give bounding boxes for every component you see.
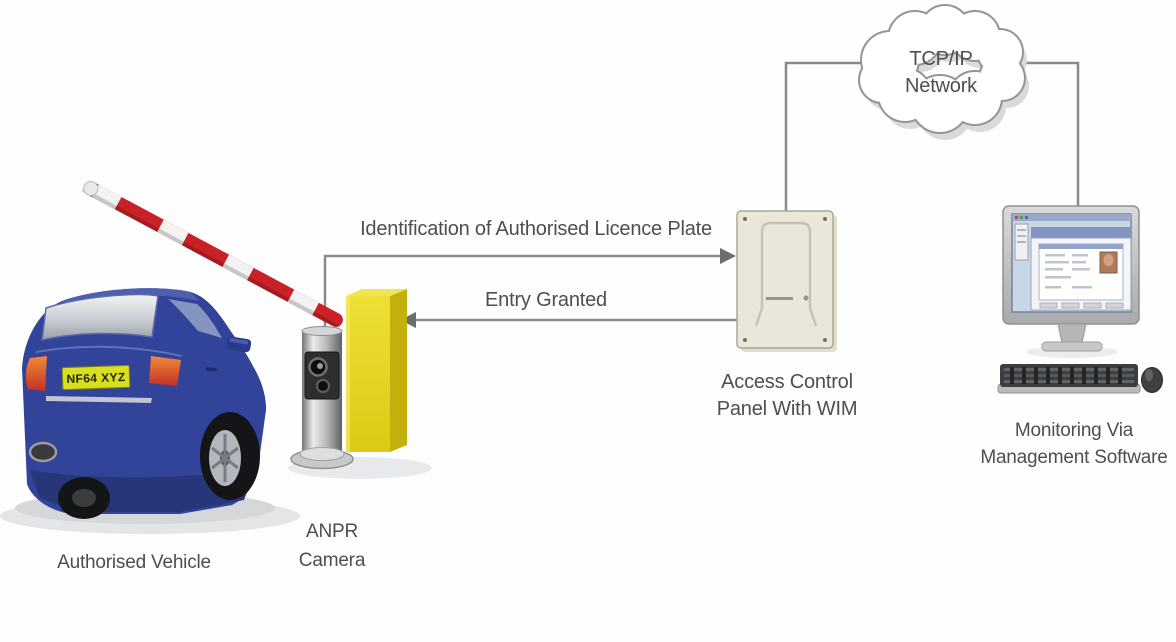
monitoring-label-line1: Monitoring Via: [1014, 420, 1134, 441]
car-trunk-crease: [35, 345, 183, 357]
monitor-base: [1041, 341, 1103, 352]
car-tail-light-right: [149, 356, 181, 386]
car-chrome-strip: [46, 396, 152, 403]
car-wheel-left: [58, 477, 110, 519]
monitor-illustration: [1002, 205, 1140, 352]
panel-screws: [743, 217, 827, 342]
monitor-stand: [1057, 323, 1087, 344]
arrowhead-right-icon: [720, 248, 736, 264]
panel-inner-outline: [754, 221, 818, 327]
car-tail-light-left: [25, 356, 47, 391]
network-cloud-label-line2: Network: [905, 75, 977, 97]
anpr-camera-label-line2: Camera: [298, 550, 366, 571]
car-rear-window: [41, 293, 159, 341]
network-cloud-label-line1: TCP/IP: [909, 48, 973, 70]
anpr-camera-illustration: [290, 326, 354, 470]
car-exhaust: [28, 441, 58, 463]
network-cloud: [858, 4, 1029, 140]
car-side-mirror: [226, 336, 252, 353]
car-side-window: [168, 299, 222, 338]
flow-label-identification: Identification of Authorised Licence Pla…: [360, 218, 712, 240]
keyboard-illustration: [997, 364, 1141, 394]
flow-label-entry-granted: Entry Granted: [485, 289, 607, 311]
access-panel-label-line1: Access Control: [721, 371, 853, 393]
mouse-illustration: [1141, 367, 1163, 393]
line-panel-to-cloud: [784, 61, 862, 211]
barrier-arm: [82, 180, 343, 329]
car-roof-highlight: [62, 288, 199, 306]
monitor-screen-software: [1012, 214, 1132, 311]
car-illustration: [22, 288, 266, 519]
barrier-housing: [346, 289, 407, 452]
licence-plate: NF64 XYZ: [61, 364, 131, 391]
panel-label-strip: [766, 297, 793, 300]
line-cloud-to-monitor: [1016, 61, 1080, 206]
monitoring-label-line2: Management Software: [980, 447, 1168, 468]
arrowhead-left-icon: [400, 312, 416, 328]
authorised-vehicle-label: Authorised Vehicle: [57, 552, 211, 573]
car-door-handle: [205, 367, 217, 372]
car-wheel-right: [198, 368, 266, 500]
camera-lens-small-icon: [316, 379, 330, 393]
anpr-camera-label-line1: ANPR: [306, 521, 358, 542]
access-panel-label-line2: Panel With WIM: [716, 398, 858, 420]
access-panel-illustration: [736, 210, 837, 352]
